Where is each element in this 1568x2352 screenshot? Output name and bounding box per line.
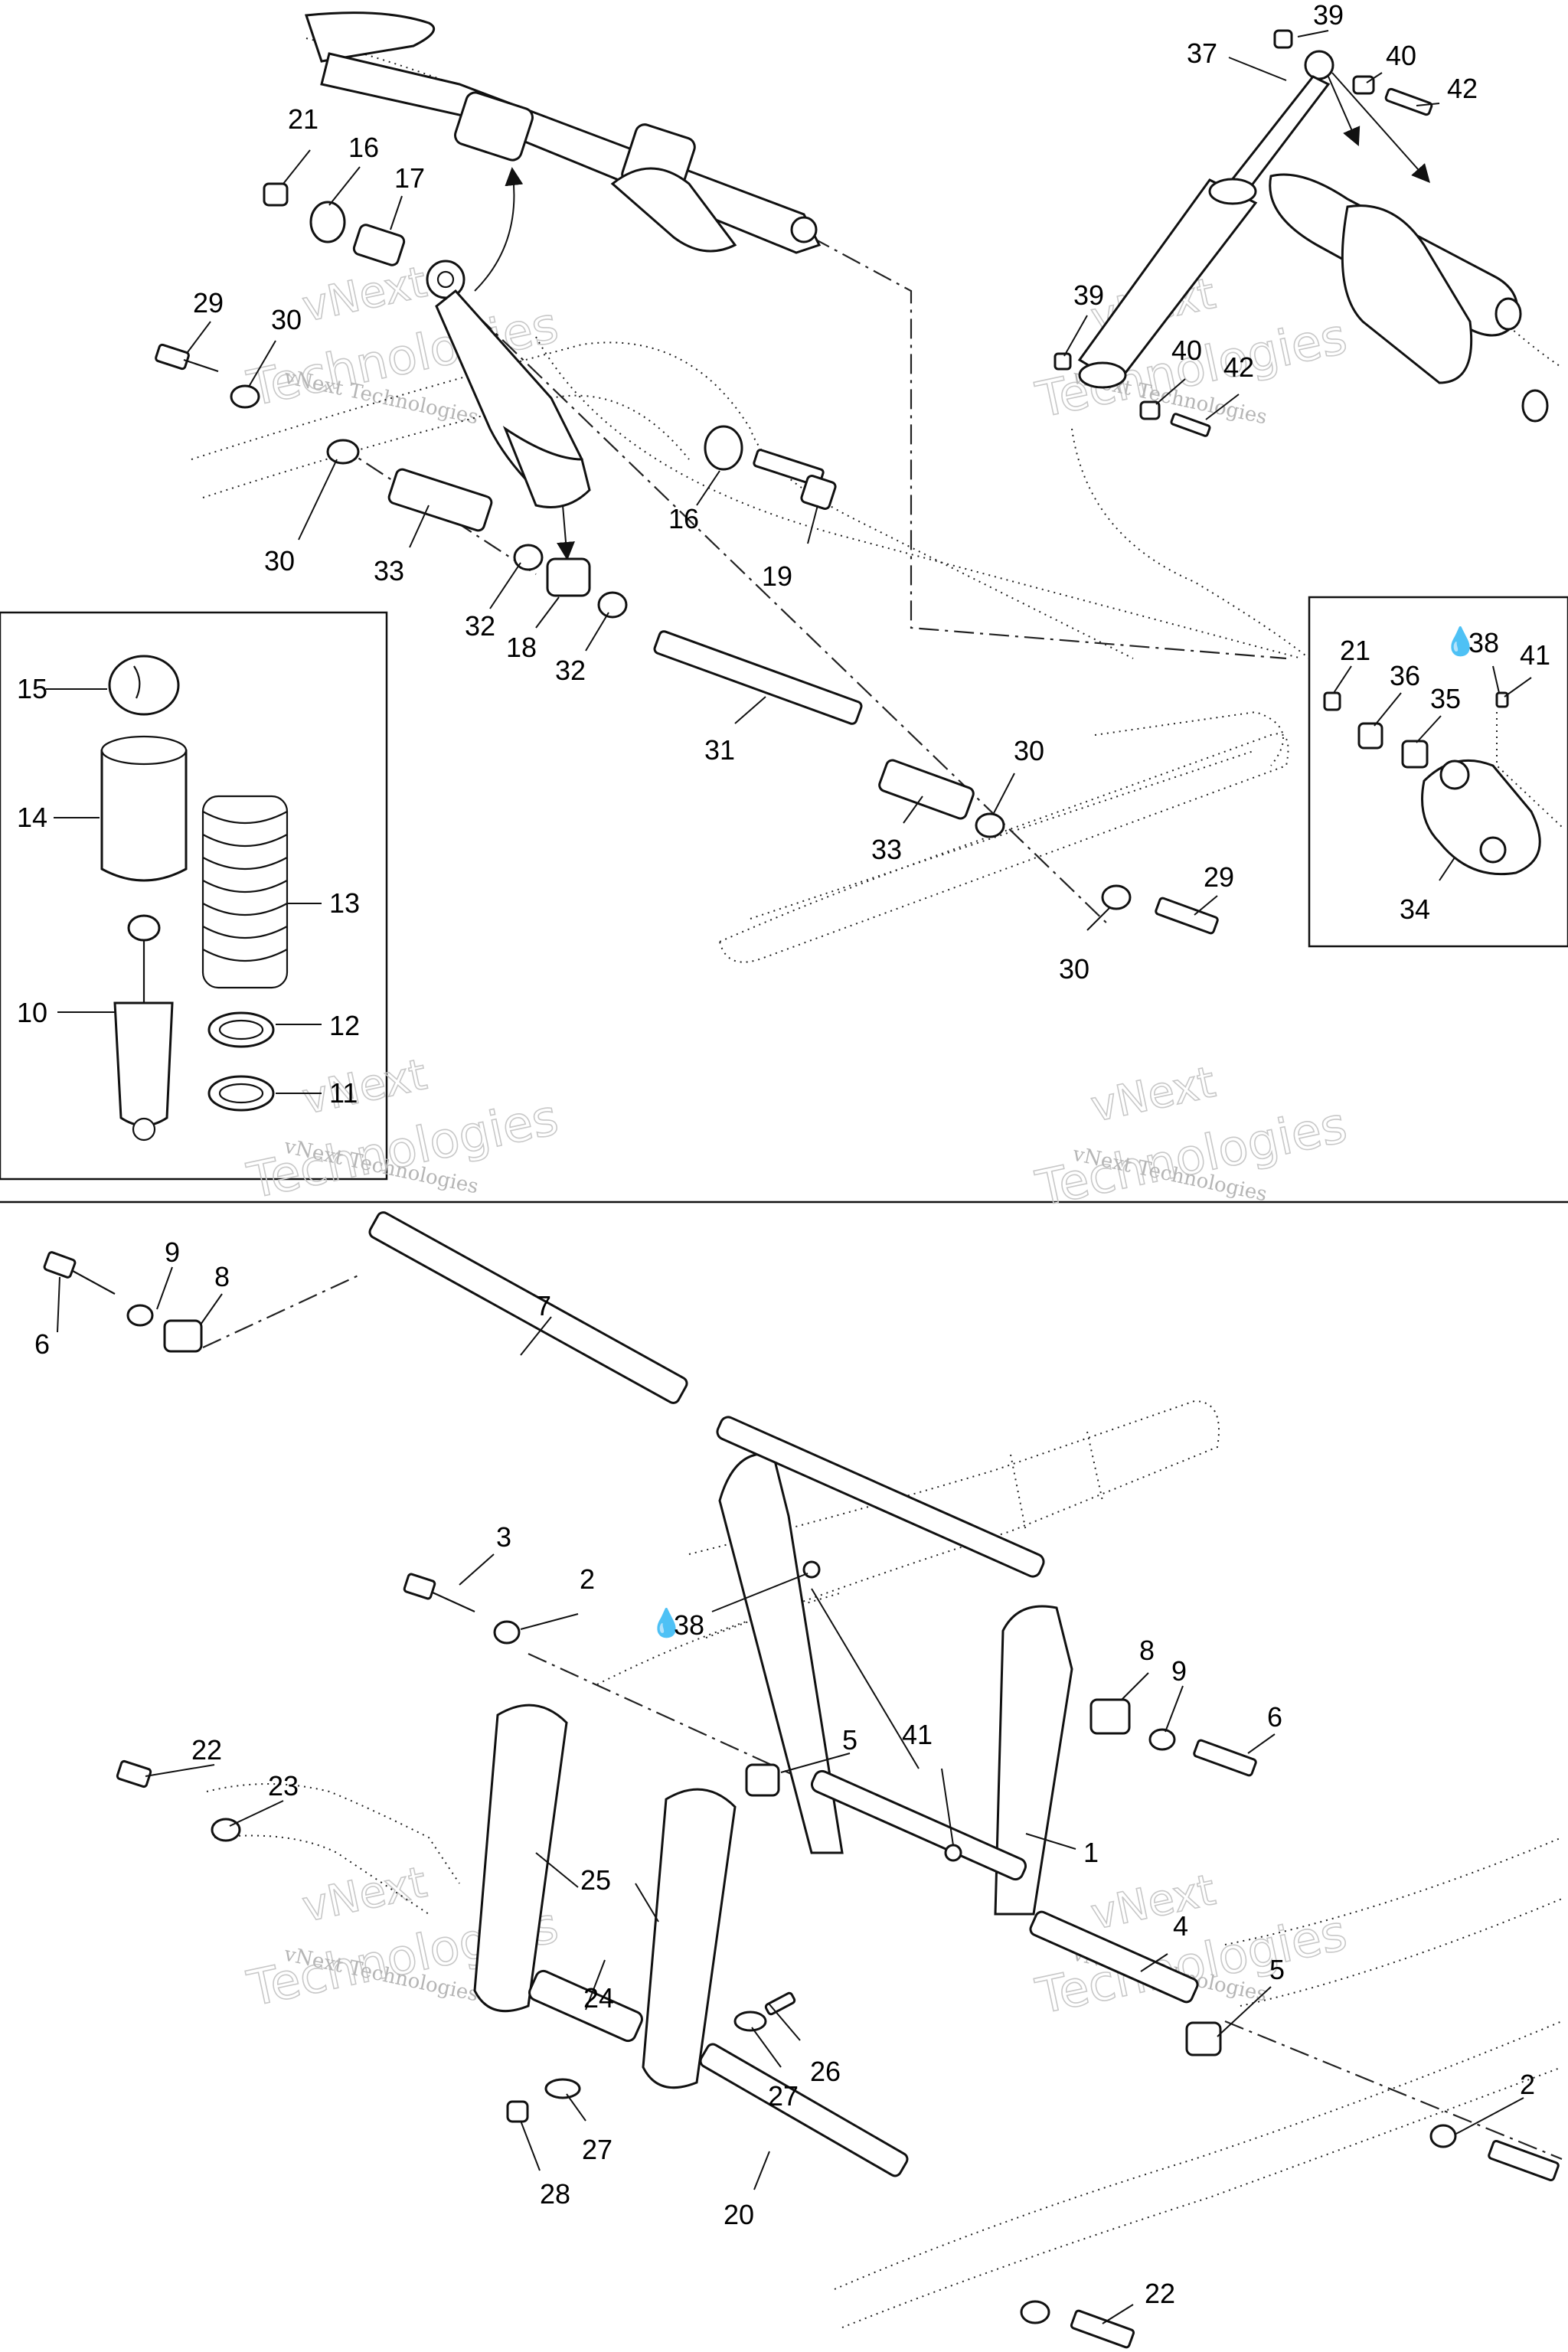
- callout-27: 27: [768, 2080, 799, 2112]
- shock-parts-inset: [100, 655, 289, 1142]
- callout-24: 24: [583, 1982, 614, 2014]
- callout-17: 17: [394, 162, 425, 194]
- callout-2: 2: [580, 1563, 595, 1595]
- callout-5: 5: [1269, 1954, 1285, 1985]
- callout-3: 3: [496, 1521, 511, 1553]
- callout-39: 39: [1073, 279, 1104, 311]
- callout-35: 35: [1430, 683, 1461, 714]
- callout-41: 41: [902, 1719, 933, 1750]
- watermark-line1: vNext: [1086, 1865, 1220, 1940]
- callout-10: 10: [17, 997, 47, 1028]
- callout-33: 33: [374, 555, 404, 586]
- oil-drop-icon: 💧: [1443, 626, 1478, 657]
- callout-27: 27: [582, 2134, 612, 2165]
- callout-2: 2: [1520, 2069, 1535, 2100]
- callout-16: 16: [348, 132, 379, 163]
- callout-30: 30: [271, 304, 302, 335]
- callout-37: 37: [1187, 38, 1217, 69]
- callout-13: 13: [329, 887, 360, 919]
- bottom-alignment-lines: [202, 1274, 1563, 2161]
- callout-22: 22: [1145, 2278, 1175, 2309]
- callout-42: 42: [1447, 73, 1478, 104]
- callout-19: 19: [762, 560, 792, 592]
- callout-42: 42: [1223, 351, 1254, 383]
- callout-labels: 21 16 17 29 30 30 33 32 18 32 16 19 31 3…: [17, 0, 1550, 2309]
- callout-32: 32: [465, 610, 495, 642]
- callout-26: 26: [810, 2056, 841, 2087]
- oil-drop-icon: 💧: [649, 1607, 684, 1638]
- callout-23: 23: [268, 1770, 299, 1802]
- lower-hardware: [43, 1251, 1560, 2349]
- callout-21: 21: [1340, 635, 1370, 666]
- inset-frame-arm-detail: [1308, 596, 1568, 948]
- arm-detail-inset: [1323, 691, 1563, 876]
- leader-lines: [46, 30, 1532, 2324]
- callout-38: 38: [674, 1609, 704, 1641]
- callout-28: 28: [540, 2178, 570, 2210]
- callout-5: 5: [842, 1724, 858, 1756]
- callout-7: 7: [536, 1290, 551, 1321]
- callout-33: 33: [871, 834, 902, 865]
- callout-9: 9: [165, 1236, 180, 1268]
- callout-6: 6: [34, 1328, 50, 1360]
- callout-38: 38: [1468, 627, 1499, 658]
- callout-8: 8: [1139, 1635, 1155, 1666]
- callout-20: 20: [724, 2199, 754, 2230]
- callout-29: 29: [1204, 861, 1234, 893]
- callout-41: 41: [1520, 639, 1550, 671]
- rear-shock-absorber: [426, 167, 591, 560]
- callout-40: 40: [1171, 335, 1202, 366]
- callout-1: 1: [1083, 1837, 1099, 1868]
- callout-29: 29: [193, 287, 224, 318]
- front-shock-assembly: [1054, 29, 1549, 437]
- upper-hardware: [155, 182, 1219, 935]
- callout-21: 21: [288, 103, 318, 135]
- callout-11: 11: [329, 1077, 358, 1109]
- watermark-line1: vNext: [298, 1857, 431, 1932]
- callout-6: 6: [1267, 1701, 1282, 1733]
- callout-40: 40: [1386, 40, 1416, 71]
- callout-16: 16: [668, 503, 699, 534]
- callout-30: 30: [264, 545, 295, 577]
- watermark-line1: vNext: [298, 1050, 431, 1125]
- callout-36: 36: [1390, 660, 1420, 691]
- callout-31: 31: [704, 734, 735, 766]
- callout-25: 25: [580, 1864, 611, 1896]
- callout-32: 32: [555, 655, 586, 686]
- callout-39: 39: [1313, 0, 1344, 31]
- front-arm-assembly: [368, 1211, 1222, 2177]
- callout-15: 15: [17, 673, 47, 704]
- callout-14: 14: [17, 802, 47, 833]
- rear-arm-assembly: [304, 11, 822, 254]
- callout-9: 9: [1171, 1655, 1187, 1687]
- callout-30: 30: [1059, 953, 1089, 985]
- watermark-line1: vNext: [1086, 1057, 1220, 1132]
- callout-4: 4: [1173, 1910, 1188, 1942]
- inset-frame-shock-parts: [0, 611, 388, 1181]
- callout-22: 22: [191, 1734, 222, 1766]
- callout-12: 12: [329, 1010, 360, 1041]
- callout-30: 30: [1014, 735, 1044, 766]
- callout-34: 34: [1400, 893, 1430, 925]
- watermark-line1: vNext: [298, 257, 431, 332]
- callout-8: 8: [214, 1261, 230, 1292]
- callout-18: 18: [506, 632, 537, 663]
